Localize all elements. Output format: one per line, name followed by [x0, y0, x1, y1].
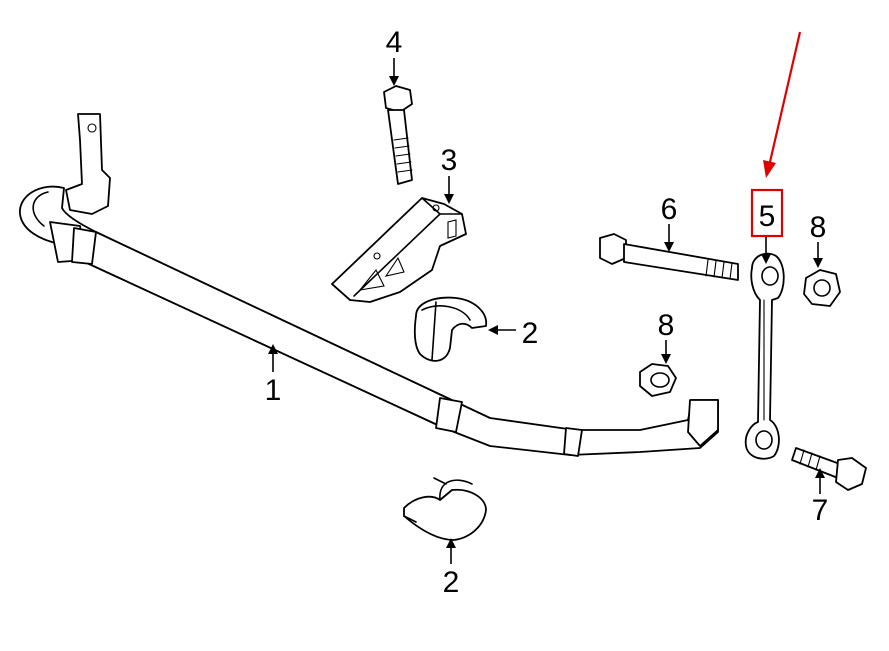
bolt-4[interactable]: [383, 85, 413, 185]
bolt-6[interactable]: [599, 233, 739, 281]
stabilizer-bar[interactable]: [19, 113, 719, 457]
callout-2-upper: 2: [522, 317, 539, 350]
callout-8-middle: 8: [658, 309, 675, 342]
leader-2-upper: [488, 325, 516, 335]
callout-8-right: 8: [810, 211, 827, 244]
bracket-3[interactable]: [331, 197, 467, 303]
bushing-2-upper[interactable]: [413, 296, 487, 362]
callout-7: 7: [812, 494, 829, 527]
nut-8-middle[interactable]: [639, 363, 677, 397]
leader-7: [815, 468, 825, 494]
bushing-2-lower[interactable]: [403, 477, 487, 541]
highlight-marker: [750, 31, 802, 238]
callout-5: 5: [759, 200, 776, 233]
bolt-7[interactable]: [791, 447, 867, 491]
leader-2-lower: [446, 538, 456, 564]
callout-1: 1: [265, 374, 282, 407]
callout-4: 4: [386, 26, 403, 59]
stabilizer-link-5[interactable]: [744, 252, 785, 460]
leader-5: [761, 236, 771, 264]
highlight-box: [750, 188, 784, 238]
callout-6: 6: [661, 193, 678, 226]
callout-3: 3: [441, 144, 458, 177]
leader-8-middle: [661, 340, 671, 364]
leader-8-right: [813, 242, 823, 268]
leader-3: [444, 176, 454, 204]
leader-6: [664, 224, 674, 252]
leader-1: [268, 344, 278, 372]
nut-8-right[interactable]: [803, 269, 841, 307]
callout-2-lower: 2: [443, 566, 460, 599]
red-pointer-arrow: [768, 31, 802, 163]
leader-4: [389, 58, 399, 86]
